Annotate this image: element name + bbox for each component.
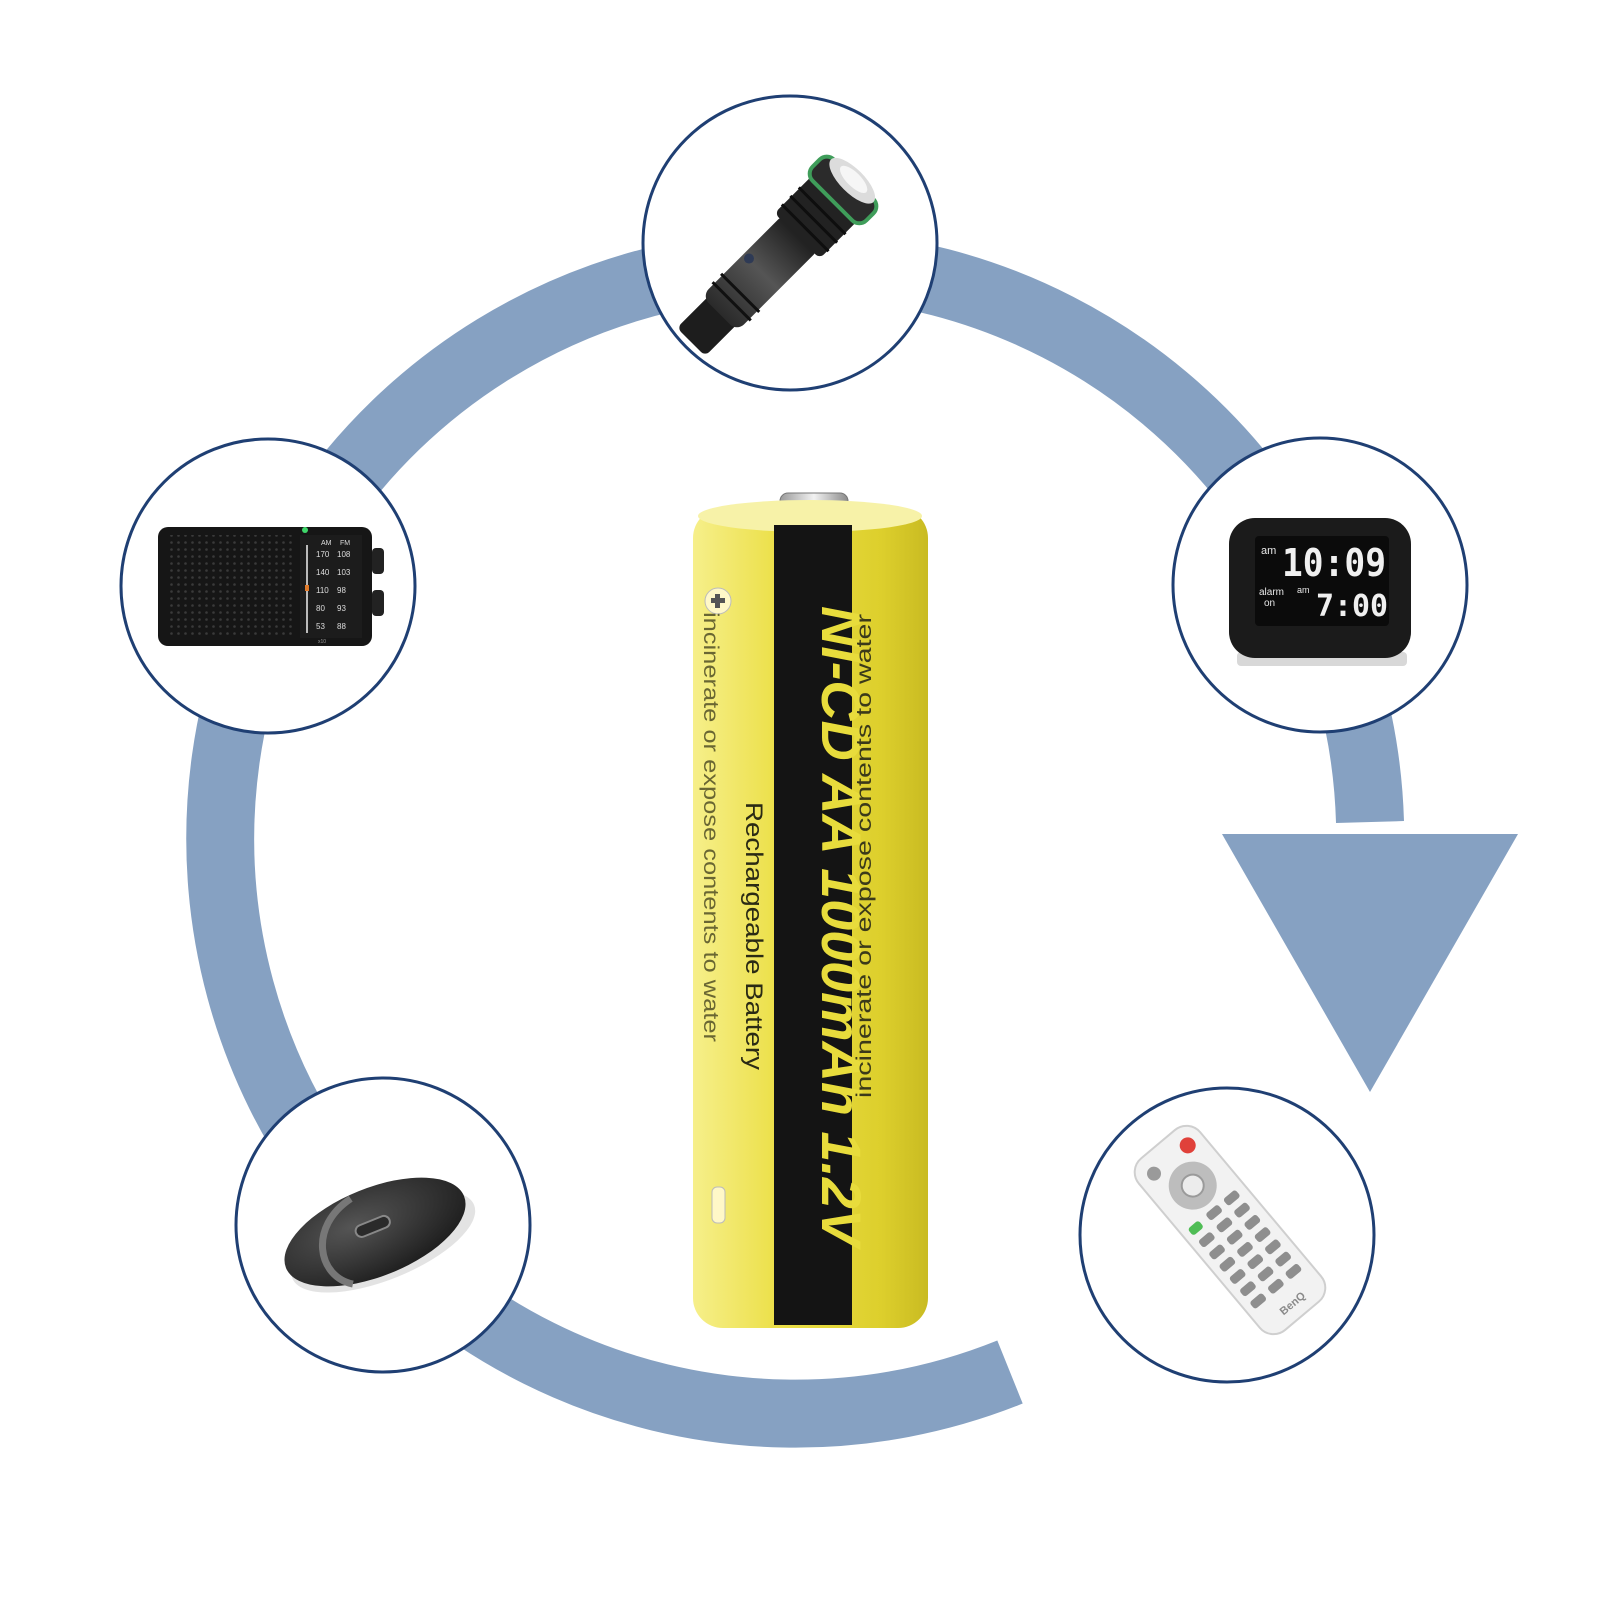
wireless-mouse-icon	[284, 1177, 476, 1293]
device-circle-remote: BenQ	[1078, 1086, 1376, 1384]
battery: NI-CD AA 1000mAh 1.2V Rechargeable Batte…	[693, 492, 928, 1328]
remote-key	[1247, 1254, 1264, 1270]
battery-warning-top: incinerate or expose contents to water	[853, 614, 876, 1098]
remote-key	[1268, 1278, 1284, 1294]
clock-am-label: am	[1261, 545, 1276, 557]
clock-alarm-on-label: on	[1264, 598, 1275, 609]
radio-am-scale-value: 140	[316, 568, 330, 577]
remote-key	[1240, 1281, 1256, 1297]
battery-main-label: NI-CD AA 1000mAh 1.2V	[810, 606, 873, 1251]
battery-sub-label: Rechargeable Battery	[740, 802, 767, 1070]
radio-am-scale-value: 110	[316, 586, 329, 595]
remote-key	[1244, 1215, 1261, 1230]
radio-fm-scale-value: 93	[337, 604, 346, 613]
remote-key	[1223, 1190, 1240, 1206]
remote-key	[1285, 1264, 1302, 1279]
remote-key	[1265, 1239, 1281, 1255]
radio-fm-scale-value: 103	[337, 568, 351, 577]
remote-key	[1198, 1232, 1215, 1248]
radio-fm-scale-value: 108	[337, 550, 351, 559]
negative-terminal-icon	[711, 1186, 726, 1224]
radio-band-am: AM	[321, 540, 332, 547]
radio-icon: AM FM 170 108 140 103 110 98 80 93 53 88 x10	[158, 527, 384, 646]
radio-am-scale-value: 170	[316, 550, 330, 559]
positive-terminal-icon	[704, 587, 732, 615]
device-circle-radio: AM FM 170 108 140 103 110 98 80 93 53 88 x10	[119, 437, 417, 735]
remote-control-icon: BenQ	[1133, 1124, 1327, 1336]
device-circle-flashlight	[641, 94, 939, 392]
clock-alarm-label: alarm	[1259, 587, 1284, 598]
remote-key	[1234, 1202, 1250, 1218]
radio-fm-scale-value: 98	[337, 586, 346, 595]
remote-key	[1275, 1251, 1291, 1267]
radio-fm-scale-value: 88	[337, 622, 346, 631]
remote-key	[1226, 1229, 1243, 1245]
remote-key	[1209, 1244, 1225, 1260]
radio-am-scale-value: 80	[316, 604, 325, 613]
remote-key	[1257, 1266, 1274, 1282]
radio-am-scale-value: 53	[316, 622, 325, 631]
remote-key	[1229, 1269, 1246, 1284]
remote-key	[1216, 1217, 1233, 1233]
remote-key	[1219, 1256, 1236, 1272]
flashlight-icon	[679, 154, 879, 354]
clock-alarm-time: 7:00	[1316, 589, 1388, 624]
radio-band-fm: FM	[340, 540, 350, 547]
arrow-head	[1222, 834, 1518, 1092]
battery-label-band	[774, 525, 852, 1325]
battery-warning-bottom: incinerate or expose contents to water	[699, 612, 722, 1042]
remote-key	[1206, 1205, 1222, 1221]
remote-key	[1250, 1293, 1267, 1309]
radio-multiplier: x10	[318, 639, 326, 645]
remote-key	[1237, 1242, 1253, 1257]
alarm-clock-icon: am 10:09 alarm on am 7:00	[1229, 518, 1411, 666]
remote-key	[1254, 1227, 1271, 1242]
clock-time: 10:09	[1282, 541, 1386, 585]
clock-alarm-am-label: am	[1297, 585, 1310, 595]
device-circle-mouse	[234, 1076, 532, 1374]
device-circle-clock: am 10:09 alarm on am 7:00	[1171, 436, 1469, 734]
